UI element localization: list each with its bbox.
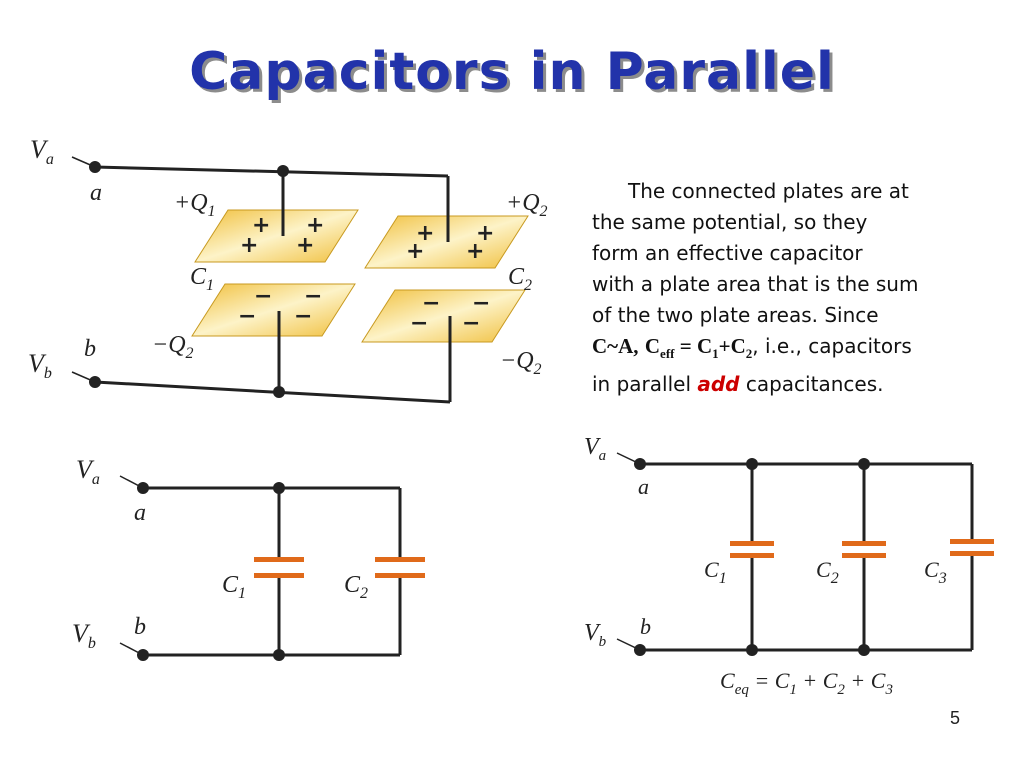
minus-sign: − [462,311,480,336]
desc-line-7-end: capacitances. [739,372,884,397]
label-c3: C3 [924,557,947,587]
label-c2: C2 [816,557,839,587]
minus-sign: − [472,291,490,316]
label-c2: C2 [508,264,532,294]
plus-sign: + [406,239,424,264]
plus-sign: + [252,213,270,238]
label-node-b: b [84,336,96,362]
capacitor-c2-plate [842,553,886,558]
label-vb: Vb [72,619,96,652]
plus-sign: + [296,233,314,258]
desc-line-3: form an effective capacitor [592,241,863,265]
junction-dot [858,458,870,470]
plates-diagram: + + + + + + + + − − − − − − − − Va a Vb … [28,135,548,404]
ceq-formula: Ceq = C1 + C2 + C3 [720,668,893,698]
desc-line-5: of the two plate areas. Since [592,303,879,327]
capacitor-c3-plate [950,539,994,544]
plate-c1-top [194,209,359,263]
plate-c1-bottom [191,283,356,337]
plus-sign: + [466,239,484,264]
plus-sign: + [240,233,258,258]
desc-line-2: the same potential, so they [592,210,868,234]
capacitor-c3-plate [950,551,994,556]
label-minus-q1: −Q2 [152,332,194,362]
formula-ceff: Ceff = C1+C2 [644,334,753,362]
capacitor-c2-plate [375,557,425,562]
junction-dot [746,644,758,656]
label-va: Va [584,434,606,464]
label-vb: Vb [28,349,52,382]
label-node-a: a [90,180,102,206]
junction-dot [273,649,285,661]
desc-line-4: with a plate area that is the sum [592,272,919,296]
add-emphasis: add [697,372,740,397]
junction-dot [273,482,285,494]
junction-dot [858,644,870,656]
capacitor-c1-plate [254,573,304,578]
description-text: The connected plates are at the same pot… [592,176,992,400]
label-vb: Vb [584,620,607,650]
label-node-a: a [638,474,649,499]
label-node-b: b [134,614,146,640]
capacitor-c1-plate [254,557,304,562]
capacitor-c1-plate [730,553,774,558]
label-c1: C1 [190,264,214,294]
junction-dot [746,458,758,470]
minus-sign: − [304,284,322,309]
label-plus-q2: +Q2 [506,190,548,220]
desc-line-1: The connected plates are at [628,179,909,203]
minus-sign: − [294,304,312,329]
label-va: Va [30,135,54,168]
label-minus-q2: −Q2 [500,348,542,378]
capacitor-c2-plate [375,573,425,578]
minus-sign: − [238,304,256,329]
label-c1: C1 [704,557,727,587]
desc-line-7-start: in parallel [592,372,698,397]
plate-c2-bottom [361,289,526,343]
label-va: Va [76,455,100,488]
label-node-b: b [640,614,651,639]
plus-sign: + [306,213,324,238]
three-capacitor-circuit: Va a Vb b C1 C2 C3 Ceq = C1 + C2 + C3 [584,434,994,698]
capacitor-c2-plate [842,541,886,546]
minus-sign: − [410,311,428,336]
minus-sign: − [422,291,440,316]
label-c2: C2 [344,572,368,602]
minus-sign: − [254,284,272,309]
page-number: 5 [950,708,961,728]
formula-tail: , i.e., capacitors [752,334,912,358]
plus-sign: + [476,221,494,246]
plus-sign: + [416,221,434,246]
two-capacitor-circuit: Va a Vb b C1 C2 [72,455,425,661]
label-plus-q1: +Q1 [174,190,216,220]
formula-c-prop-a: C~A, [592,334,639,358]
slide-title: Capacitors in Parallel [189,42,835,102]
label-c1: C1 [222,572,246,602]
label-node-a: a [134,500,146,526]
capacitor-c1-plate [730,541,774,546]
